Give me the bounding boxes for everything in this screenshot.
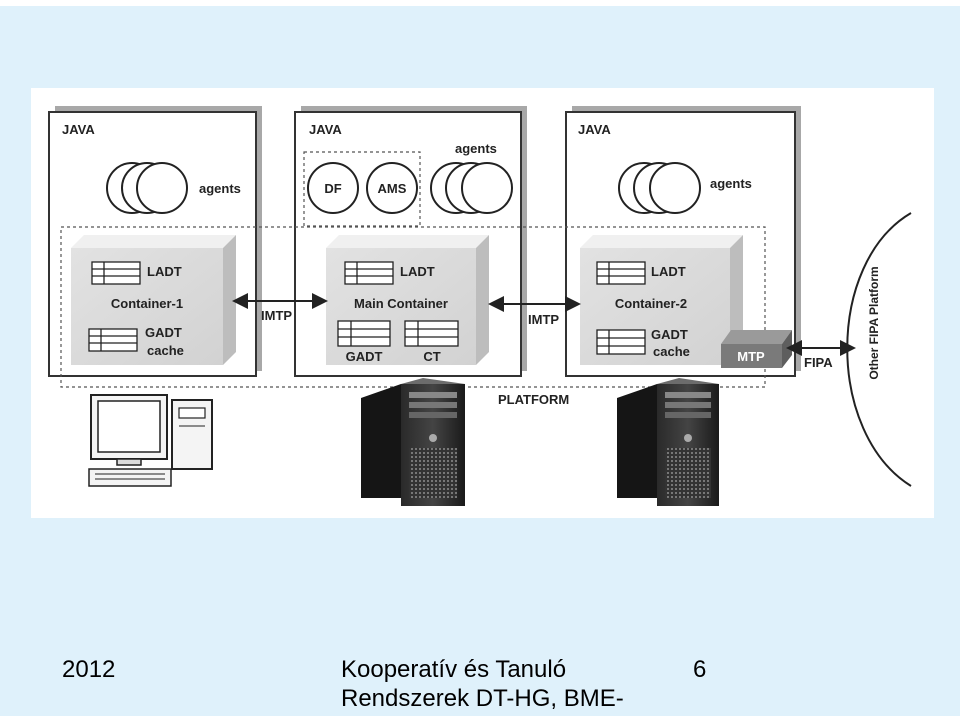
- container-1-cache-label: cache: [147, 343, 184, 358]
- container-2-ladt-table-icon: [596, 261, 646, 285]
- agents-label-3: agents: [710, 176, 752, 191]
- container-2-cache-label: cache: [653, 344, 690, 359]
- other-platform-label: Other FIPA Platform: [867, 266, 881, 379]
- server-tower-2: [617, 378, 719, 506]
- server-tower-1: [361, 378, 465, 506]
- other-platform-arc: [846, 212, 912, 487]
- ams-circle: [366, 162, 418, 214]
- imtp-label-left: IMTP: [261, 308, 292, 323]
- container-1-name: Container-1: [111, 296, 183, 311]
- footer-page-number: 6: [693, 656, 707, 683]
- desktop-computer-icon: [88, 394, 213, 487]
- architecture-diagram: JAVA JAVA JAVA agents DF AMS agents: [31, 88, 934, 518]
- container-2-gadt-label: GADT: [651, 327, 688, 342]
- platform-label: PLATFORM: [498, 392, 569, 407]
- df-ams-group-boundary: [303, 151, 421, 227]
- container-2-ladt-label: LADT: [651, 264, 686, 279]
- df-circle: [307, 162, 359, 214]
- ams-label: AMS: [378, 181, 407, 196]
- container-2-gadt-table-icon: [596, 329, 646, 355]
- agents-label-2: agents: [455, 141, 497, 156]
- main-container-ladt-label: LADT: [400, 264, 435, 279]
- agents-circles-3: [618, 162, 701, 214]
- container-1-gadt-label: GADT: [145, 325, 182, 340]
- main-container-name: Main Container: [354, 296, 448, 311]
- java-label-2: JAVA: [309, 122, 342, 137]
- slide-top-edge: [0, 0, 960, 6]
- main-container-gadt-label: GADT: [346, 349, 383, 364]
- container-1-ladt-label: LADT: [147, 264, 182, 279]
- fipa-label: FIPA: [804, 355, 833, 370]
- agents-circles-1: [106, 162, 188, 214]
- java-label-3: JAVA: [578, 122, 611, 137]
- container-2-name: Container-2: [615, 296, 687, 311]
- mtp-label: MTP: [737, 349, 765, 364]
- java-label-1: JAVA: [62, 122, 95, 137]
- df-label: DF: [324, 181, 341, 196]
- container-1-gadt-table-icon: [88, 328, 138, 352]
- footer-title-line-2: Rendszerek DT-HG, BME-: [341, 685, 624, 712]
- main-container-ct-label: CT: [423, 349, 440, 364]
- footer-title-line-1: Kooperatív és Tanuló: [341, 656, 567, 683]
- agents-circles-2: [430, 162, 513, 214]
- main-container-ladt-table-icon: [344, 261, 394, 285]
- container-1-ladt-table-icon: [91, 261, 141, 285]
- footer-year: 2012: [62, 656, 116, 683]
- main-container-gadt-table-icon: [337, 320, 391, 347]
- agents-label-1: agents: [199, 181, 241, 196]
- imtp-label-right: IMTP: [528, 312, 559, 327]
- main-container-ct-table-icon: [404, 320, 459, 347]
